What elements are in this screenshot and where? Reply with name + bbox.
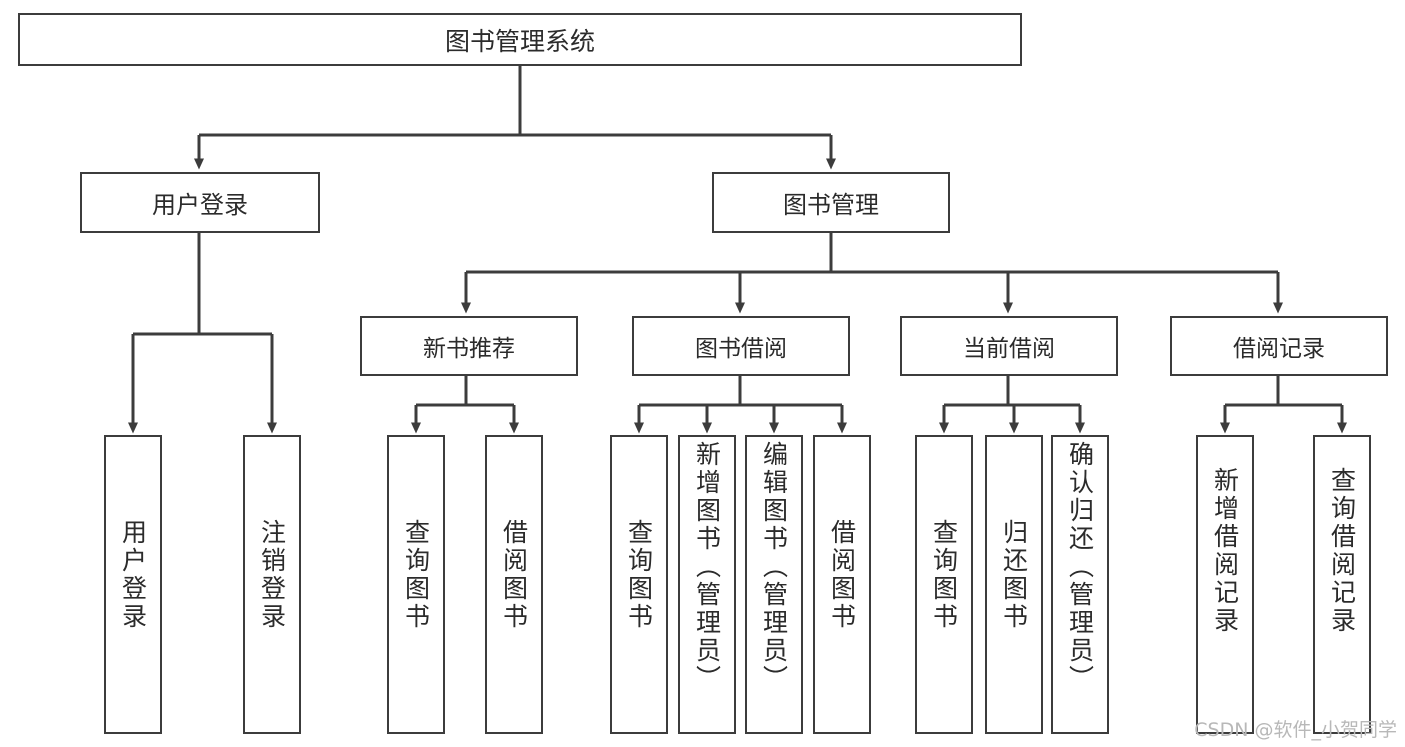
node-new-book-recommend[interactable]: 新书推荐 xyxy=(360,316,578,376)
node-label: 新增图书（管理员） xyxy=(692,441,722,693)
node-book-borrow[interactable]: 图书借阅 xyxy=(632,316,850,376)
node-label: 图书管理系统 xyxy=(444,26,595,56)
csdn-watermark: CSDN @软件_小贺同学 xyxy=(1194,719,1397,741)
node-borrow-record[interactable]: 借阅记录 xyxy=(1170,316,1388,376)
node-label: 查询图书 xyxy=(624,519,654,631)
node-label: 注销登录 xyxy=(257,519,287,631)
node-leaf-query-book-borrow[interactable]: 查询图书 xyxy=(610,435,668,734)
node-leaf-edit-book[interactable]: 编辑图书（管理员） xyxy=(745,435,803,734)
node-leaf-return-book[interactable]: 归还图书 xyxy=(985,435,1043,734)
node-book-management[interactable]: 图书管理 xyxy=(712,172,950,233)
node-label: 借阅记录 xyxy=(1233,336,1325,362)
node-leaf-query-borrow-record[interactable]: 查询借阅记录 xyxy=(1313,435,1371,734)
node-label: 查询图书 xyxy=(929,519,959,631)
node-leaf-borrow-book-recommend[interactable]: 借阅图书 xyxy=(485,435,543,734)
node-label: 新增借阅记录 xyxy=(1210,467,1240,635)
node-label: 查询借阅记录 xyxy=(1327,467,1357,635)
node-label: 当前借阅 xyxy=(963,336,1055,362)
node-leaf-user-login[interactable]: 用户登录 xyxy=(104,435,162,734)
node-user-login[interactable]: 用户登录 xyxy=(80,172,320,233)
node-leaf-query-book-recommend[interactable]: 查询图书 xyxy=(387,435,445,734)
node-leaf-logout-login[interactable]: 注销登录 xyxy=(243,435,301,734)
node-label: 图书借阅 xyxy=(695,336,787,362)
node-label: 新书推荐 xyxy=(423,336,515,362)
node-label: 确认归还（管理员） xyxy=(1065,441,1095,693)
node-label: 查询图书 xyxy=(401,519,431,631)
node-current-borrow[interactable]: 当前借阅 xyxy=(900,316,1118,376)
node-root-book-management-system[interactable]: 图书管理系统 xyxy=(18,13,1022,66)
node-label: 用户登录 xyxy=(152,191,248,219)
node-label: 编辑图书（管理员） xyxy=(759,441,789,693)
node-leaf-borrow-book-borrow[interactable]: 借阅图书 xyxy=(813,435,871,734)
node-leaf-add-book[interactable]: 新增图书（管理员） xyxy=(678,435,736,734)
node-label: 归还图书 xyxy=(999,519,1029,631)
node-label: 借阅图书 xyxy=(827,519,857,631)
node-label: 图书管理 xyxy=(783,191,879,219)
node-label: 借阅图书 xyxy=(499,519,529,631)
node-leaf-add-borrow-record[interactable]: 新增借阅记录 xyxy=(1196,435,1254,734)
node-leaf-query-book-current[interactable]: 查询图书 xyxy=(915,435,973,734)
node-leaf-confirm-return[interactable]: 确认归还（管理员） xyxy=(1051,435,1109,734)
node-label: 用户登录 xyxy=(118,519,148,631)
